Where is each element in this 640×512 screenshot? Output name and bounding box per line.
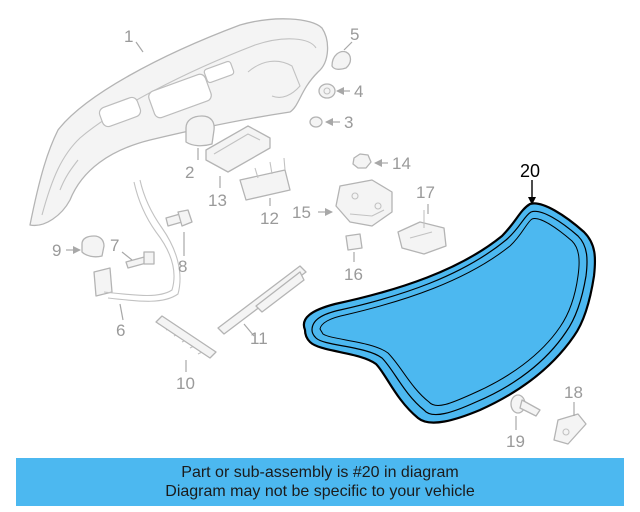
callout-6: 6: [116, 321, 125, 340]
callout-5: 5: [350, 25, 359, 44]
callout-13: 13: [208, 191, 227, 210]
callout-4: 4: [354, 82, 363, 101]
callout-11: 11: [250, 329, 268, 348]
callout-15: 15: [292, 203, 311, 222]
leader-1: [135, 41, 144, 53]
callout-9: 9: [52, 241, 61, 260]
part-4-grommet: [318, 83, 350, 99]
banner-line-part: Part or sub-assembly is #20 in diagram: [181, 464, 459, 481]
callout-7: 7: [110, 236, 119, 255]
part-18-plate: [553, 402, 587, 445]
part-17-striker: [397, 204, 447, 255]
part-13-switch: [205, 125, 271, 188]
callout-8: 8: [178, 257, 187, 276]
part-3-washer: [309, 116, 340, 128]
part-16-clip: [345, 233, 363, 262]
callout-1: 1: [124, 27, 133, 46]
part-12-bracket: [239, 157, 291, 206]
callout-2: 2: [185, 163, 194, 182]
callout-12: 12: [260, 209, 279, 228]
parts-diagram: 1 2 3 4 5 6 7 8 9 10 11 12 13 14 15 16 1…: [29, 18, 597, 451]
part-9-cap: [66, 235, 105, 258]
callout-3: 3: [344, 113, 353, 132]
part-20-weatherstrip: [302, 180, 597, 424]
part-5-bumper: [331, 41, 353, 70]
part-info-banner: Part or sub-assembly is #20 in diagram D…: [16, 458, 624, 506]
part-7-bolt: [121, 251, 155, 269]
trunk-lid-part: [29, 18, 329, 227]
callout-20: 20: [520, 161, 540, 181]
callout-19: 19: [506, 432, 525, 451]
part-15-latch: [318, 179, 393, 227]
part-19-bolt: [510, 394, 541, 430]
part-14-nut: [352, 153, 388, 169]
callout-16: 16: [344, 265, 363, 284]
callout-18: 18: [564, 383, 583, 402]
part-11-strut: [217, 265, 307, 337]
callout-10: 10: [176, 374, 195, 393]
banner-line-disclaimer: Diagram may not be specific to your vehi…: [165, 483, 475, 500]
part-2-cap: [185, 115, 215, 160]
part-8-bolt: [165, 209, 193, 256]
part-10-spring: [155, 315, 217, 372]
callout-14: 14: [392, 154, 411, 173]
callout-17: 17: [416, 183, 435, 202]
part-6-hinge: [93, 179, 181, 321]
